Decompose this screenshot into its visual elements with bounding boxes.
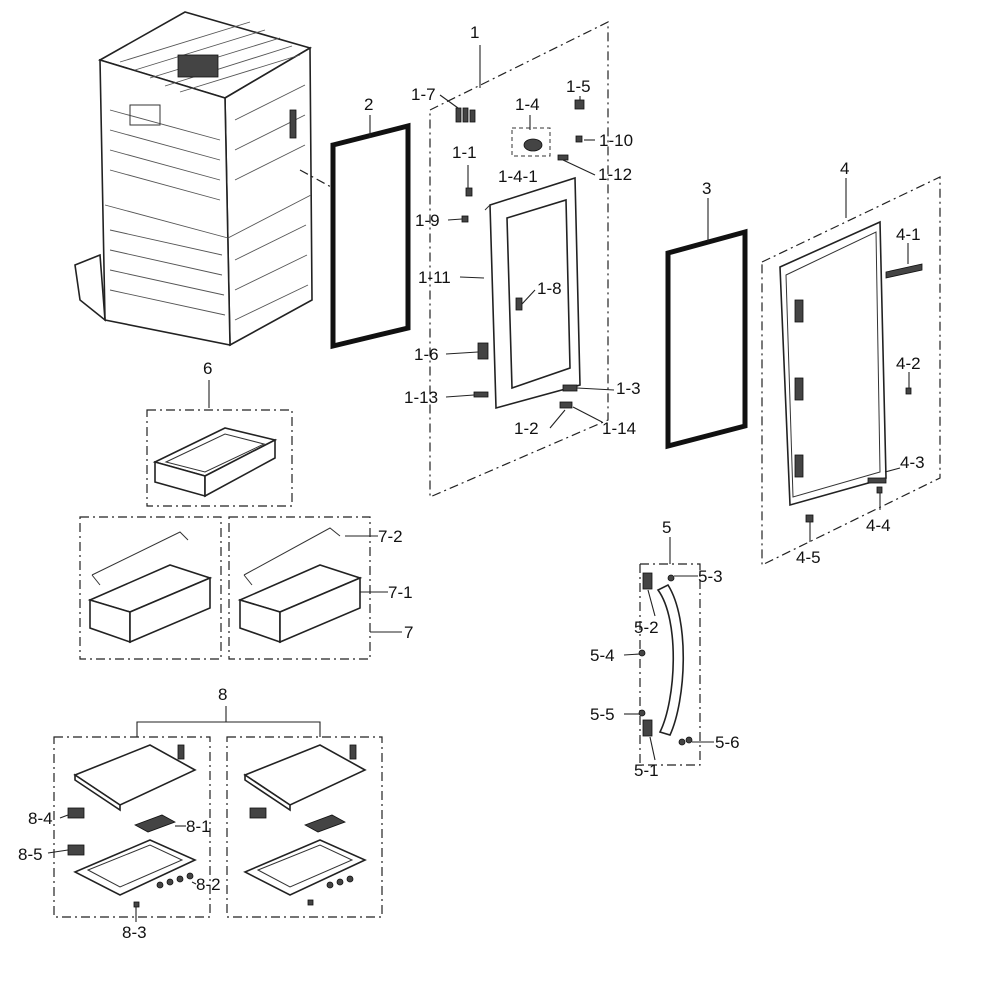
part-5-handle bbox=[638, 572, 693, 746]
label-4-2: 4-2 bbox=[896, 354, 921, 373]
label-8-3: 8-3 bbox=[122, 923, 147, 942]
label-4-5: 4-5 bbox=[796, 548, 821, 567]
part-8-group-outline-left bbox=[53, 736, 211, 918]
part-1-door-frame bbox=[477, 176, 581, 410]
label-5-4: 5-4 bbox=[590, 646, 615, 665]
label-1-10: 1-10 bbox=[599, 131, 633, 150]
part-3-gasket bbox=[665, 228, 748, 450]
label-7-1: 7-1 bbox=[388, 583, 413, 602]
part-5-group-outline bbox=[639, 563, 701, 766]
label-1-5: 1-5 bbox=[566, 77, 591, 96]
part-1-group-outline bbox=[429, 21, 609, 498]
label-1-6: 1-6 bbox=[414, 345, 439, 364]
label-8-1: 8-1 bbox=[186, 817, 211, 836]
label-8: 8 bbox=[218, 685, 227, 704]
label-4-1: 4-1 bbox=[896, 225, 921, 244]
label-3: 3 bbox=[702, 179, 711, 198]
label-1-8: 1-8 bbox=[537, 279, 562, 298]
part-1-small-parts bbox=[455, 99, 585, 409]
part-8-shelf-left bbox=[67, 744, 197, 908]
label-4-4: 4-4 bbox=[866, 516, 891, 535]
part-4-group-outline bbox=[761, 176, 941, 566]
label-1-12: 1-12 bbox=[598, 165, 632, 184]
part-7-bin-right bbox=[237, 527, 363, 644]
label-1-4-1: 1-4-1 bbox=[498, 167, 538, 186]
part-8-group-outline-right bbox=[226, 736, 383, 918]
label-8-2: 8-2 bbox=[196, 875, 221, 894]
label-1-7: 1-7 bbox=[411, 85, 436, 104]
part-7-bin-left bbox=[87, 531, 213, 644]
part-6-group-outline bbox=[146, 409, 293, 507]
label-1-4: 1-4 bbox=[515, 95, 540, 114]
label-5-1: 5-1 bbox=[634, 761, 659, 780]
label-1-9: 1-9 bbox=[415, 211, 440, 230]
label-5-2: 5-2 bbox=[634, 618, 659, 637]
label-8-5: 8-5 bbox=[18, 845, 43, 864]
part-7-group-outline-left bbox=[79, 516, 222, 660]
label-7-2: 7-2 bbox=[378, 527, 403, 546]
label-5-3: 5-3 bbox=[698, 567, 723, 586]
label-1-13: 1-13 bbox=[404, 388, 438, 407]
label-5-6: 5-6 bbox=[715, 733, 740, 752]
part-7-group-outline-right bbox=[228, 516, 371, 660]
part-6-bin bbox=[152, 427, 278, 498]
label-6: 6 bbox=[203, 359, 212, 378]
label-5: 5 bbox=[662, 518, 671, 537]
label-4-3: 4-3 bbox=[900, 453, 925, 472]
part-2-gasket bbox=[330, 122, 411, 350]
label-1-1: 1-1 bbox=[452, 143, 477, 162]
refrigerator-cabinet bbox=[74, 11, 313, 347]
part-8-shelf-right bbox=[243, 744, 367, 906]
label-4: 4 bbox=[840, 159, 849, 178]
label-8-4: 8-4 bbox=[28, 809, 53, 828]
part-4-outer-door bbox=[779, 220, 887, 507]
label-1-3: 1-3 bbox=[616, 379, 641, 398]
label-5-5: 5-5 bbox=[590, 705, 615, 724]
part-8-bracket bbox=[136, 721, 321, 737]
label-1: 1 bbox=[470, 23, 479, 42]
label-1-2: 1-2 bbox=[514, 419, 539, 438]
label-1-11: 1-11 bbox=[418, 268, 451, 287]
label-7: 7 bbox=[404, 623, 413, 642]
label-2: 2 bbox=[364, 95, 373, 114]
label-1-14: 1-14 bbox=[602, 419, 636, 438]
